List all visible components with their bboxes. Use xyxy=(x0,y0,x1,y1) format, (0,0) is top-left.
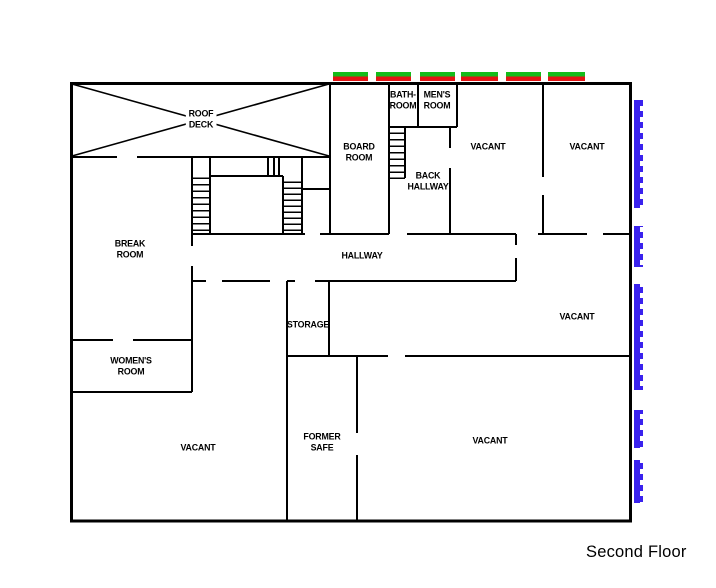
room-label-vacant-bottom-left: VACANT xyxy=(180,442,216,454)
window-strip-teeth xyxy=(640,100,645,503)
room-label-womens-room: WOMEN'S ROOM xyxy=(110,355,152,377)
room-label-storage: STORAGE xyxy=(286,319,330,331)
room-label-back-hallway: BACK HALLWAY xyxy=(407,170,449,192)
room-label-board-room: BOARD ROOM xyxy=(343,141,375,163)
roof-marker-red xyxy=(333,76,368,81)
roof-marker-green xyxy=(506,72,541,77)
roof-marker-green xyxy=(548,72,585,77)
roof-marker-red xyxy=(506,76,541,81)
window-strip xyxy=(634,284,640,390)
roof-marker-red xyxy=(548,76,585,81)
room-label-vacant-top-middle: VACANT xyxy=(470,141,506,153)
stair-treads xyxy=(192,132,405,231)
window-strip xyxy=(634,100,640,208)
window-strip xyxy=(634,460,640,503)
roof-marker-red xyxy=(420,76,455,81)
room-label-roof-deck: ROOF DECK xyxy=(185,108,217,131)
outer-wall xyxy=(70,82,632,523)
room-label-bathroom: BATH- ROOM xyxy=(389,89,417,111)
roof-markers-green xyxy=(333,72,585,77)
window-strips xyxy=(634,100,640,503)
roof-marker-green xyxy=(420,72,455,77)
room-label-vacant-middle-right: VACANT xyxy=(559,311,595,323)
roof-markers-red xyxy=(333,76,585,81)
roof-marker-red xyxy=(461,76,498,81)
interior-walls xyxy=(71,83,631,521)
roof-marker-green xyxy=(376,72,411,77)
roof-marker-green xyxy=(333,72,368,77)
room-label-mens-room: MEN'S ROOM xyxy=(423,89,451,111)
roof-marker-red xyxy=(376,76,411,81)
floor-caption: Second Floor xyxy=(586,543,687,561)
room-label-vacant-bottom-right: VACANT xyxy=(472,435,508,447)
roof-marker-green xyxy=(461,72,498,77)
room-label-break-room: BREAK ROOM xyxy=(114,238,146,260)
room-label-vacant-top-right: VACANT xyxy=(569,141,605,153)
room-label-former-safe: FORMER SAFE xyxy=(303,431,341,453)
window-strip xyxy=(634,410,640,448)
window-strip xyxy=(634,226,640,267)
room-label-hallway: HALLWAY xyxy=(341,250,383,262)
